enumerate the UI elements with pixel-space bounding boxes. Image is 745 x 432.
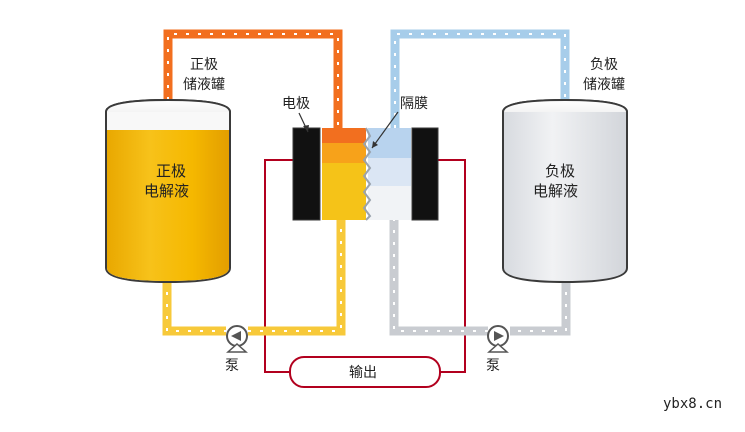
membrane-callout-arrow [372,141,378,148]
positive-half-cell-bottom [322,163,366,220]
negative-electrolyte-label-1: 负极 [545,162,575,180]
positive-half-cell-mid [322,143,366,163]
positive-return-pipe [163,29,343,128]
output-box: 输出 [289,356,441,388]
pump-right-label: 泵 [486,358,500,374]
positive-tank-label-1: 正极 [190,57,218,73]
electrode-callout-arrow [303,125,309,132]
membrane-callout-line [371,111,399,149]
negative-electrolyte-label-2: 电解液 [533,182,578,200]
electrode-label: 电极 [282,96,310,112]
pump-right [487,325,509,353]
negative-tank: 负极 电解液 [502,98,628,284]
external-circuit [264,159,466,373]
electrode-left [292,127,321,221]
positive-tank-label-2: 储液罐 [183,77,225,93]
pump-left-label: 泵 [225,358,239,374]
watermark: ybx8.cn [663,396,722,412]
cell-stack [292,127,439,221]
positive-half-cell-top [322,128,366,143]
negative-half-cell-mid [368,158,411,186]
negative-return-pipe [390,29,570,128]
wire-right [436,159,466,373]
negative-tank-label-2: 储液罐 [583,77,625,93]
electrode-right [411,127,439,221]
pump-left [226,325,248,353]
membrane-label: 隔膜 [400,96,428,112]
wire-left [264,159,293,373]
positive-electrolyte-label-2: 电解液 [144,182,189,200]
negative-tank-label-1: 负极 [590,57,618,73]
positive-electrolyte-label-1: 正极 [156,162,186,180]
positive-tank: 正极 电解液 [105,98,231,284]
membrane [362,127,372,221]
output-label: 输出 [349,365,377,381]
negative-half-cell-bottom [368,186,411,220]
